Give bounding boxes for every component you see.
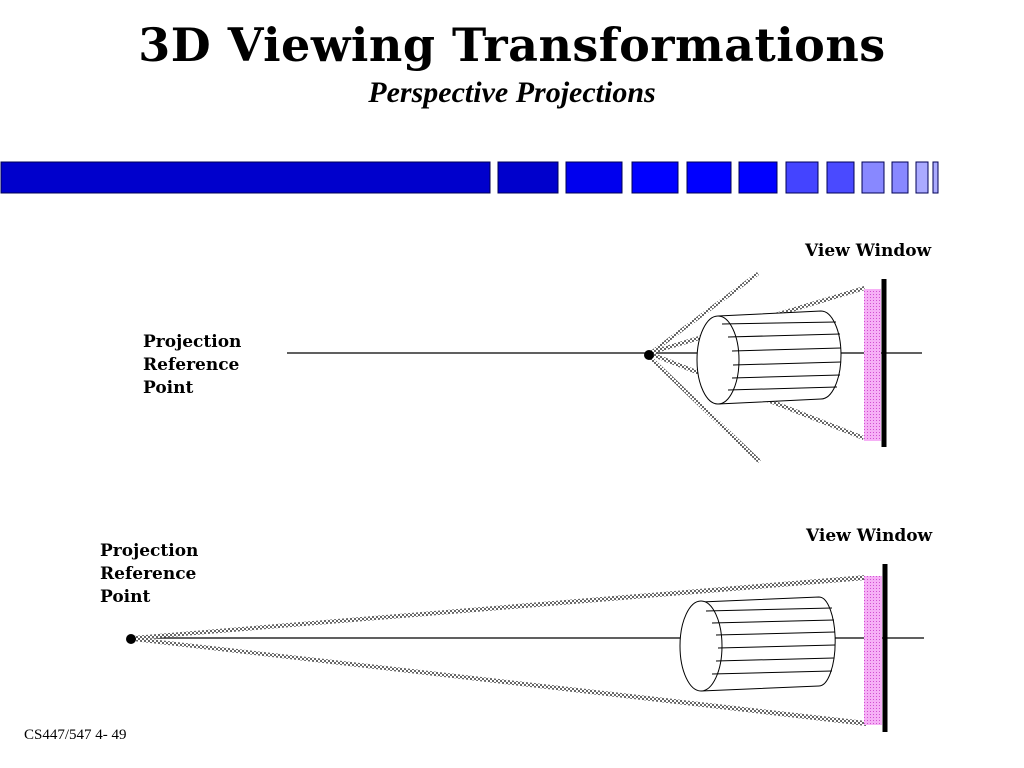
- top-cylinder: [696, 310, 842, 405]
- bottom-projection-reference-point: [126, 634, 136, 644]
- top-view-window-label: View Window: [805, 241, 932, 261]
- bottom-view-plane: [864, 576, 882, 725]
- bottom-prp-label-line-1: Projection: [100, 541, 199, 561]
- page-title: 3D Viewing Transformations: [138, 18, 886, 72]
- slide-footer: CS447/547 4- 49: [24, 727, 127, 743]
- bottom-projection-diagram: [126, 564, 924, 732]
- bottom-projector-lines: [133, 575, 866, 726]
- bottom-view-window-label: View Window: [806, 526, 933, 546]
- bottom-prp-label: Projection Reference Point: [100, 540, 198, 609]
- title-banner: [0, 161, 939, 194]
- top-prp-label-line-3: Point: [143, 378, 194, 398]
- top-view-plane: [864, 289, 881, 441]
- top-projection-diagram: [287, 272, 922, 463]
- top-prp-label: Projection Reference Point: [143, 331, 241, 400]
- top-prp-label-line-2: Reference: [143, 355, 240, 375]
- page-subtitle: Perspective Projections: [368, 76, 656, 109]
- bottom-prp-label-line-2: Reference: [100, 564, 197, 584]
- bottom-prp-label-line-3: Point: [100, 587, 151, 607]
- top-prp-label-line-1: Projection: [143, 332, 242, 352]
- bottom-cylinder: [679, 596, 836, 692]
- top-projection-reference-point: [644, 350, 654, 360]
